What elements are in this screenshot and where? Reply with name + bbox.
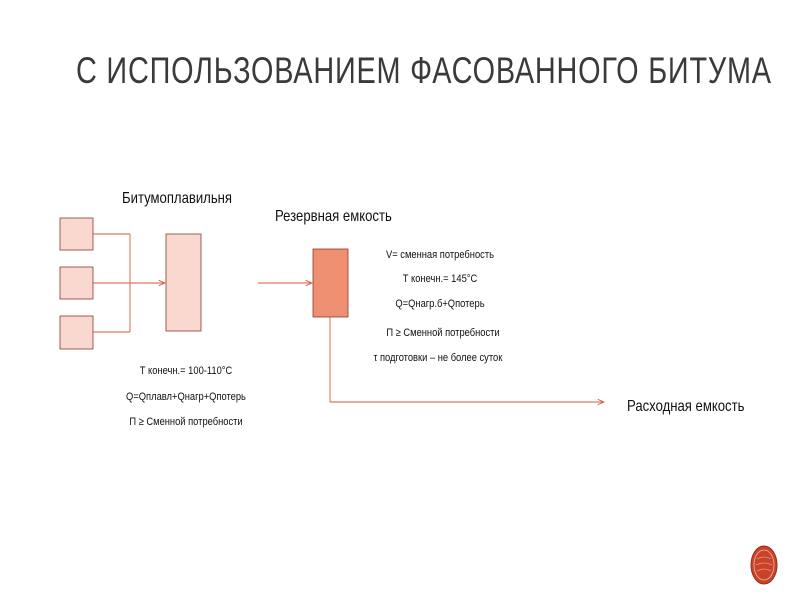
melter-label: Битумоплавильня <box>122 190 233 207</box>
melter-note: Т конечн.= 100-110°С <box>139 365 233 377</box>
melter-box <box>165 233 202 332</box>
reserve-note: П ≥ Сменной потребности <box>386 327 500 339</box>
input-box-2 <box>59 266 94 300</box>
decorative-badge-icon <box>750 545 778 585</box>
reserve-note: V= сменная потребность <box>386 249 494 261</box>
consumption-tank-label: Расходная емкость <box>627 398 745 415</box>
reserve-tank-box <box>312 248 349 318</box>
reserve-tank-label: Резервная емкость <box>275 208 392 225</box>
melter-note: Q=Qплавл+Qнагр+Qпотерь <box>126 391 246 403</box>
melter-note: П ≥ Сменной потребности <box>129 416 243 428</box>
reserve-note: Т конечн.= 145°С <box>402 273 478 285</box>
reserve-note: Q=Qнагр.б+Qпотерь <box>395 298 485 310</box>
input-box-3 <box>59 315 94 350</box>
input-box-1 <box>59 217 94 251</box>
reserve-note: τ подготовки – не более суток <box>373 352 503 364</box>
